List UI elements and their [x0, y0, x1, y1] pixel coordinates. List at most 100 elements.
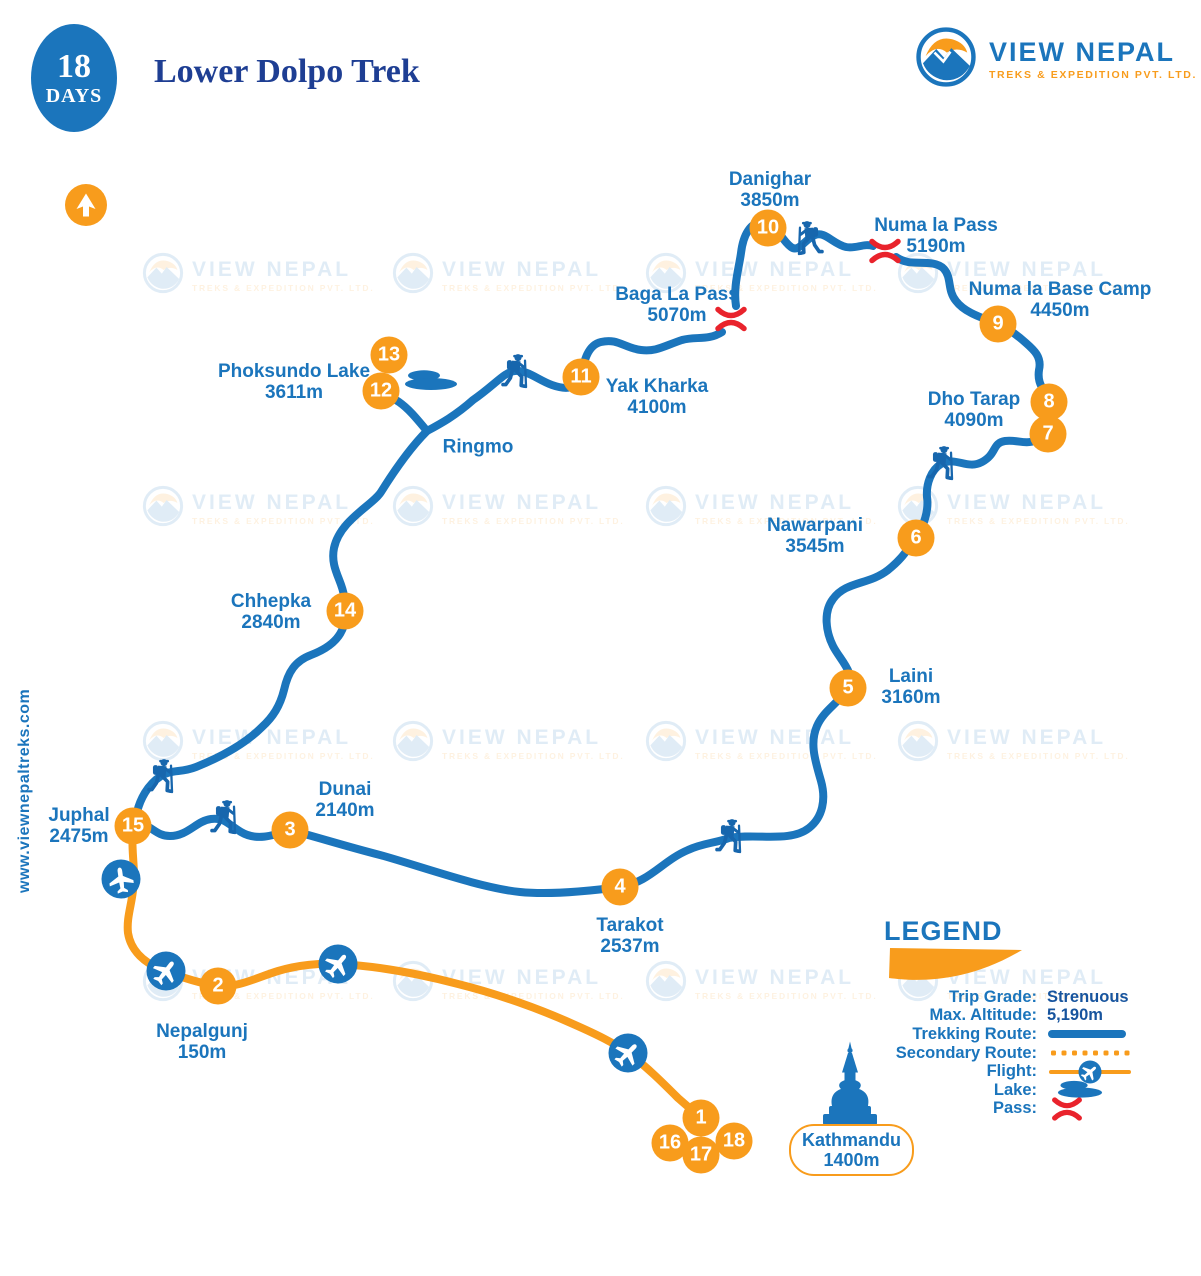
place-name: Numa la Pass: [874, 215, 998, 236]
place-name: Ringmo: [442, 436, 514, 458]
day-marker-15: 15: [114, 807, 152, 845]
legend-trek-icon: [1047, 1025, 1127, 1043]
day-marker-10: 10: [749, 209, 787, 247]
company-logo: VIEW NEPAL TREKS & EXPEDITION PVT. LTD.: [915, 26, 1197, 93]
place-altitude: 3611m: [264, 382, 324, 403]
legend-row-value: 5,190m: [1047, 1006, 1103, 1025]
place-name: Baga La Pass: [615, 284, 739, 305]
place-altitude: 2537m: [600, 936, 660, 957]
legend-pass-icon: [1047, 1095, 1087, 1123]
flight-badge-icon: [608, 1033, 648, 1073]
place-altitude: 3850m: [740, 190, 800, 211]
place-name: Chhepka: [230, 591, 312, 612]
place-altitude: 3160m: [881, 687, 941, 708]
kathmandu-name: Kathmandu: [802, 1130, 901, 1150]
day-marker-18: 18: [715, 1122, 753, 1160]
place-altitude: 2840m: [241, 612, 301, 633]
legend-title: LEGEND: [884, 916, 1003, 946]
north-arrow-icon: [65, 184, 107, 226]
website-url: www.viewnepaltreks.com: [16, 688, 33, 893]
flight-badge-icon: [146, 951, 186, 991]
place-name: Tarakot: [596, 915, 664, 936]
place-altitude: 2475m: [49, 826, 109, 847]
legend-row-label: Lake:: [993, 1080, 1037, 1099]
legend-flight-icon: [1047, 1059, 1133, 1085]
day-marker-1: 1: [682, 1099, 720, 1137]
logo-tagline: TREKS & EXPEDITION PVT. LTD.: [989, 69, 1197, 81]
day-marker-11: 11: [562, 358, 600, 396]
day-marker-9: 9: [979, 305, 1017, 343]
stupa-icon: [823, 1041, 877, 1125]
place-name: Dunai: [318, 779, 372, 800]
legend-row: Trip Grade: Strenuous: [884, 988, 1174, 1007]
place-altitude: 5190m: [906, 236, 966, 257]
legend-row-value: Strenuous: [1047, 987, 1129, 1006]
place-name: Danighar: [728, 169, 812, 190]
legend-row: Flight:: [884, 1060, 1174, 1084]
day-marker-5: 5: [829, 669, 867, 707]
day-marker-13: 13: [370, 336, 408, 374]
flight-badge-icon: [101, 859, 141, 899]
legend-row: Max. Altitude:5,190m: [884, 1006, 1174, 1026]
legend-row: Secondary Route:: [884, 1044, 1174, 1063]
legend-row: Trekking Route:: [884, 1025, 1174, 1044]
trekking-route-phoksundo-spur: [381, 389, 431, 435]
days-number: 18: [57, 48, 91, 85]
place-name: Dho Tarap: [927, 389, 1021, 410]
days-word: DAYS: [45, 85, 103, 107]
place-altitude: 4100m: [627, 397, 687, 418]
day-marker-14: 14: [326, 592, 364, 630]
page-title: Lower Dolpo Trek: [154, 53, 420, 90]
place-name: Nepalgunj: [156, 1021, 248, 1042]
trekking-route-main: [129, 253, 1053, 898]
place-label: Ringmo: [443, 437, 514, 458]
legend-row-label: Trip Grade:: [948, 987, 1037, 1006]
legend-row: Pass:: [884, 1097, 1174, 1121]
place-altitude: 4450m: [1030, 300, 1090, 321]
place-name: Yak Kharka: [605, 376, 709, 397]
day-marker-6: 6: [897, 519, 935, 557]
mountain-logo-icon: [915, 26, 977, 93]
day-marker-3: 3: [271, 811, 309, 849]
legend-row-label: Flight:: [986, 1062, 1037, 1081]
day-marker-8: 8: [1030, 383, 1068, 421]
place-name: Phoksundo Lake: [217, 361, 371, 382]
day-marker-12: 12: [362, 372, 400, 410]
place-altitude: 5070m: [647, 305, 707, 326]
place-altitude: 150m: [177, 1042, 227, 1063]
legend-row-label: Secondary Route:: [895, 1043, 1037, 1062]
legend-swoosh: [889, 948, 1022, 980]
place-altitude: 3545m: [785, 536, 845, 557]
day-marker-2: 2: [199, 967, 237, 1005]
legend-lake-icon: [1047, 1079, 1113, 1101]
place-name: Numa la Base Camp: [968, 279, 1152, 300]
legend-row-label: Trekking Route:: [912, 1024, 1037, 1043]
legend-row: Lake:: [884, 1081, 1174, 1100]
flight-badge-icon: [318, 944, 358, 984]
days-badge: 18 DAYS: [31, 24, 117, 132]
kathmandu-altitude: 1400m: [823, 1150, 880, 1170]
legend-row-label: Pass:: [992, 1099, 1037, 1118]
kathmandu-label: Kathmandu 1400m: [789, 1124, 914, 1176]
day-marker-4: 4: [601, 868, 639, 906]
place-name: Juphal: [48, 805, 110, 826]
flight-route: [123, 822, 705, 1122]
trekking-route-danighar-arc: [731, 218, 877, 310]
legend-dotted-icon: [1047, 1044, 1133, 1062]
day-marker-16: 16: [651, 1124, 689, 1162]
